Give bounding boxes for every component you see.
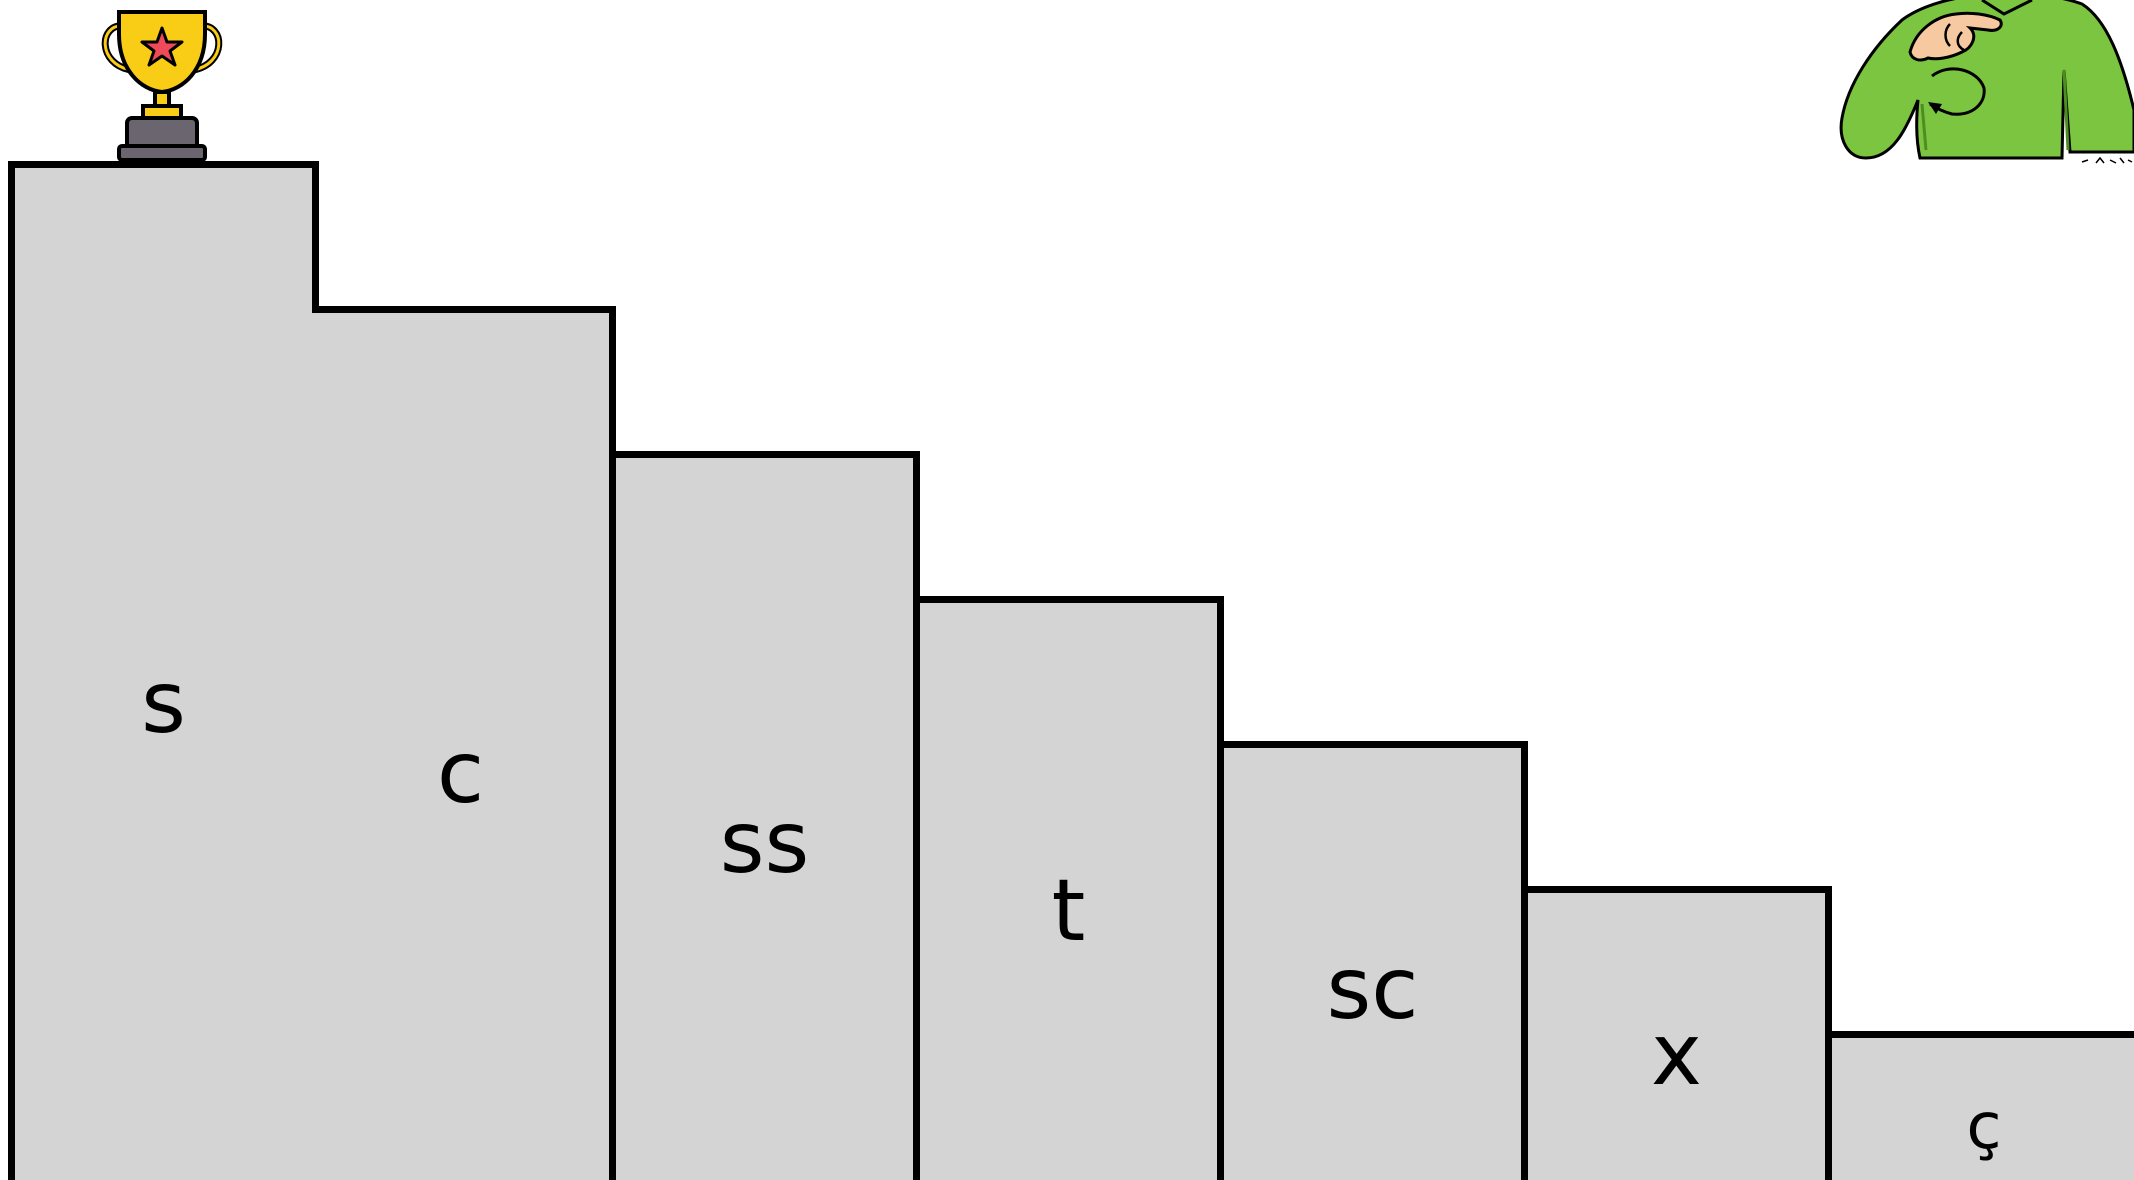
- step-label: ç: [1966, 1090, 2002, 1164]
- step-label: ss: [719, 793, 810, 893]
- step-4: t: [920, 596, 1224, 1180]
- step-label: t: [1051, 861, 1086, 961]
- step-label: sc: [1326, 939, 1419, 1039]
- person-pointing-at-self-illustration: [1839, 0, 2134, 164]
- trophy-icon: [101, 10, 223, 162]
- step-7: ç: [1832, 1031, 2134, 1180]
- step-1: s: [8, 161, 319, 1180]
- step-5: sc: [1224, 741, 1528, 1180]
- step-3: ss: [616, 451, 920, 1180]
- step-label: c: [436, 723, 485, 823]
- step-label: s: [141, 653, 186, 753]
- step-2: c: [312, 306, 616, 1180]
- step-6: x: [1528, 886, 1832, 1180]
- step-label: x: [1651, 1005, 1702, 1105]
